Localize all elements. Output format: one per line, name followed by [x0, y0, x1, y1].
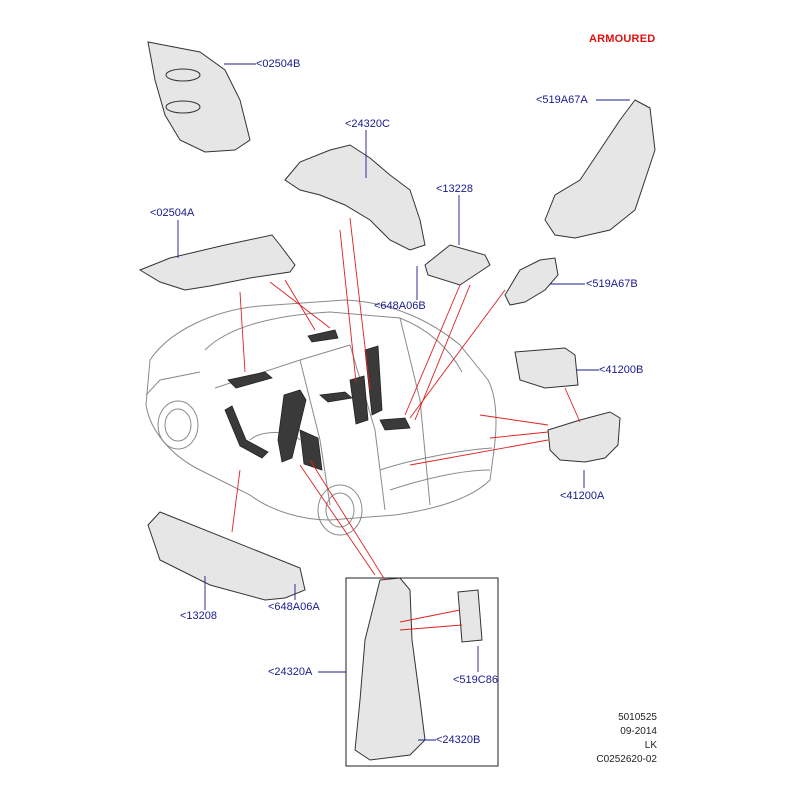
installed-trim-parts	[224, 329, 411, 471]
callout-519A67A[interactable]: <519A67A	[536, 94, 588, 106]
drawing-date: 09-2014	[620, 726, 657, 737]
part-519C86	[457, 589, 483, 643]
armoured-banner: ARMOURED	[589, 33, 656, 45]
callout-648A06A[interactable]: <648A06A	[268, 601, 320, 613]
callout-24320B[interactable]: <24320B	[436, 734, 481, 746]
part-13208	[147, 511, 306, 601]
drawing-id: C0252620-02	[596, 754, 657, 765]
callout-13228[interactable]: <13228	[436, 183, 474, 195]
callout-02504A[interactable]: <02504A	[150, 207, 195, 219]
callout-24320C[interactable]: <24320C	[345, 118, 390, 130]
callout-41200B[interactable]: <41200B	[599, 364, 644, 376]
callout-519A67B[interactable]: <519A67B	[586, 278, 638, 290]
leader-lines	[177, 63, 630, 741]
callout-41200A[interactable]: <41200A	[560, 490, 605, 502]
part-02504B	[147, 41, 251, 153]
drawing-author: LK	[644, 740, 657, 751]
part-519A67B	[504, 257, 559, 306]
drawing-reference: 5010525	[618, 712, 657, 723]
part-13228	[424, 244, 491, 286]
part-24320C	[284, 144, 426, 251]
part-02504A	[138, 234, 296, 291]
part-41200B	[514, 347, 579, 389]
pointer-lines	[231, 217, 581, 631]
callout-519C86[interactable]: <519C86	[453, 674, 498, 686]
exploded-parts	[138, 41, 656, 761]
part-41200A	[547, 411, 621, 463]
callout-02504B[interactable]: <02504B	[256, 58, 301, 70]
callout-648A06B[interactable]: <648A06B	[374, 300, 426, 312]
callout-13208[interactable]: <13208	[180, 610, 218, 622]
part-24320A	[354, 577, 426, 761]
callout-24320A[interactable]: <24320A	[268, 666, 313, 678]
part-519A67A	[544, 99, 656, 239]
